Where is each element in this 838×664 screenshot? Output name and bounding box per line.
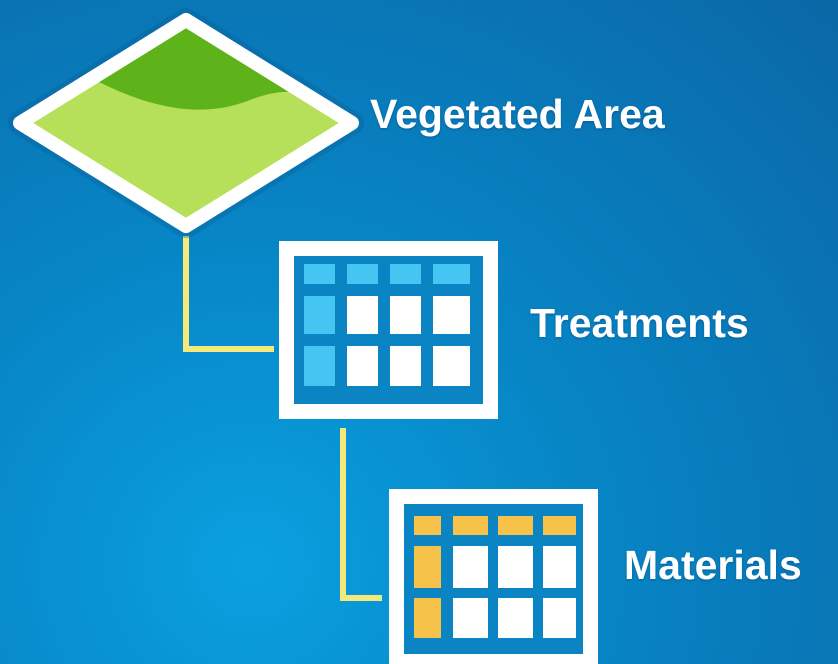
materials-table-icon [389, 489, 598, 664]
vegetated-area-label: Vegetated Area [370, 91, 665, 137]
connector-vegetated-to-treatments [183, 236, 274, 352]
connector-treatments-to-materials [340, 428, 382, 601]
treatments-table-icon [279, 241, 498, 419]
treatments-label: Treatments [530, 300, 749, 346]
materials-label: Materials [624, 542, 802, 588]
polygon-feature-icon [8, 8, 364, 238]
